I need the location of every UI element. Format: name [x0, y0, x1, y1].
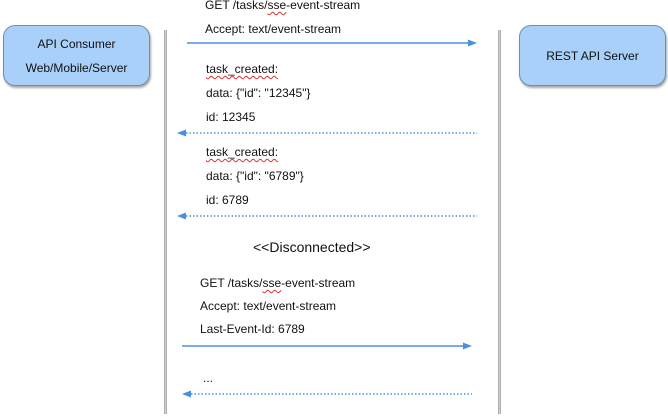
event1-name: task_created:	[206, 62, 279, 76]
api-consumer-actor: API Consumer Web/Mobile/Server	[3, 25, 150, 86]
server-lifeline	[498, 30, 501, 414]
request2-line1: GET /tasks/sse-event-stream	[200, 276, 355, 290]
request2-path-suffix: -event-stream	[281, 276, 356, 290]
consumer-sublabel: Web/Mobile/Server	[25, 60, 128, 75]
ellipsis-arrow	[182, 390, 472, 398]
request1-path-prefix: GET /tasks/	[205, 0, 268, 12]
consumer-lifeline	[164, 30, 167, 414]
rest-api-server-actor: REST API Server	[519, 25, 666, 86]
event1-data: data: {"id": "12345"}	[206, 86, 311, 100]
ellipsis-label: ...	[203, 371, 214, 385]
spellcheck-flag: sse	[262, 276, 282, 290]
consumer-label: API Consumer	[37, 36, 116, 51]
event2-data: data: {"id": "6789"}	[206, 169, 304, 183]
event2-id: id: 6789	[206, 193, 249, 207]
request2-path-prefix: GET /tasks/	[200, 276, 263, 290]
event2-arrow	[177, 212, 477, 220]
request1-arrow	[187, 39, 477, 47]
server-label: REST API Server	[546, 48, 639, 63]
request1-line1: GET /tasks/sse-event-stream	[205, 0, 360, 12]
disconnected-label: <<Disconnected>>	[253, 239, 371, 255]
spellcheck-flag: sse	[267, 0, 287, 12]
request2-last-event-id: Last-Event-Id: 6789	[200, 322, 305, 336]
request1-path-suffix: -event-stream	[286, 0, 361, 12]
request1-accept-header: Accept: text/event-stream	[205, 22, 342, 36]
event1-id: id: 12345	[206, 110, 256, 124]
event2-name: task_created:	[206, 145, 279, 159]
event1-arrow	[177, 129, 477, 137]
request2-accept-header: Accept: text/event-stream	[200, 299, 337, 313]
request2-arrow	[182, 342, 472, 350]
